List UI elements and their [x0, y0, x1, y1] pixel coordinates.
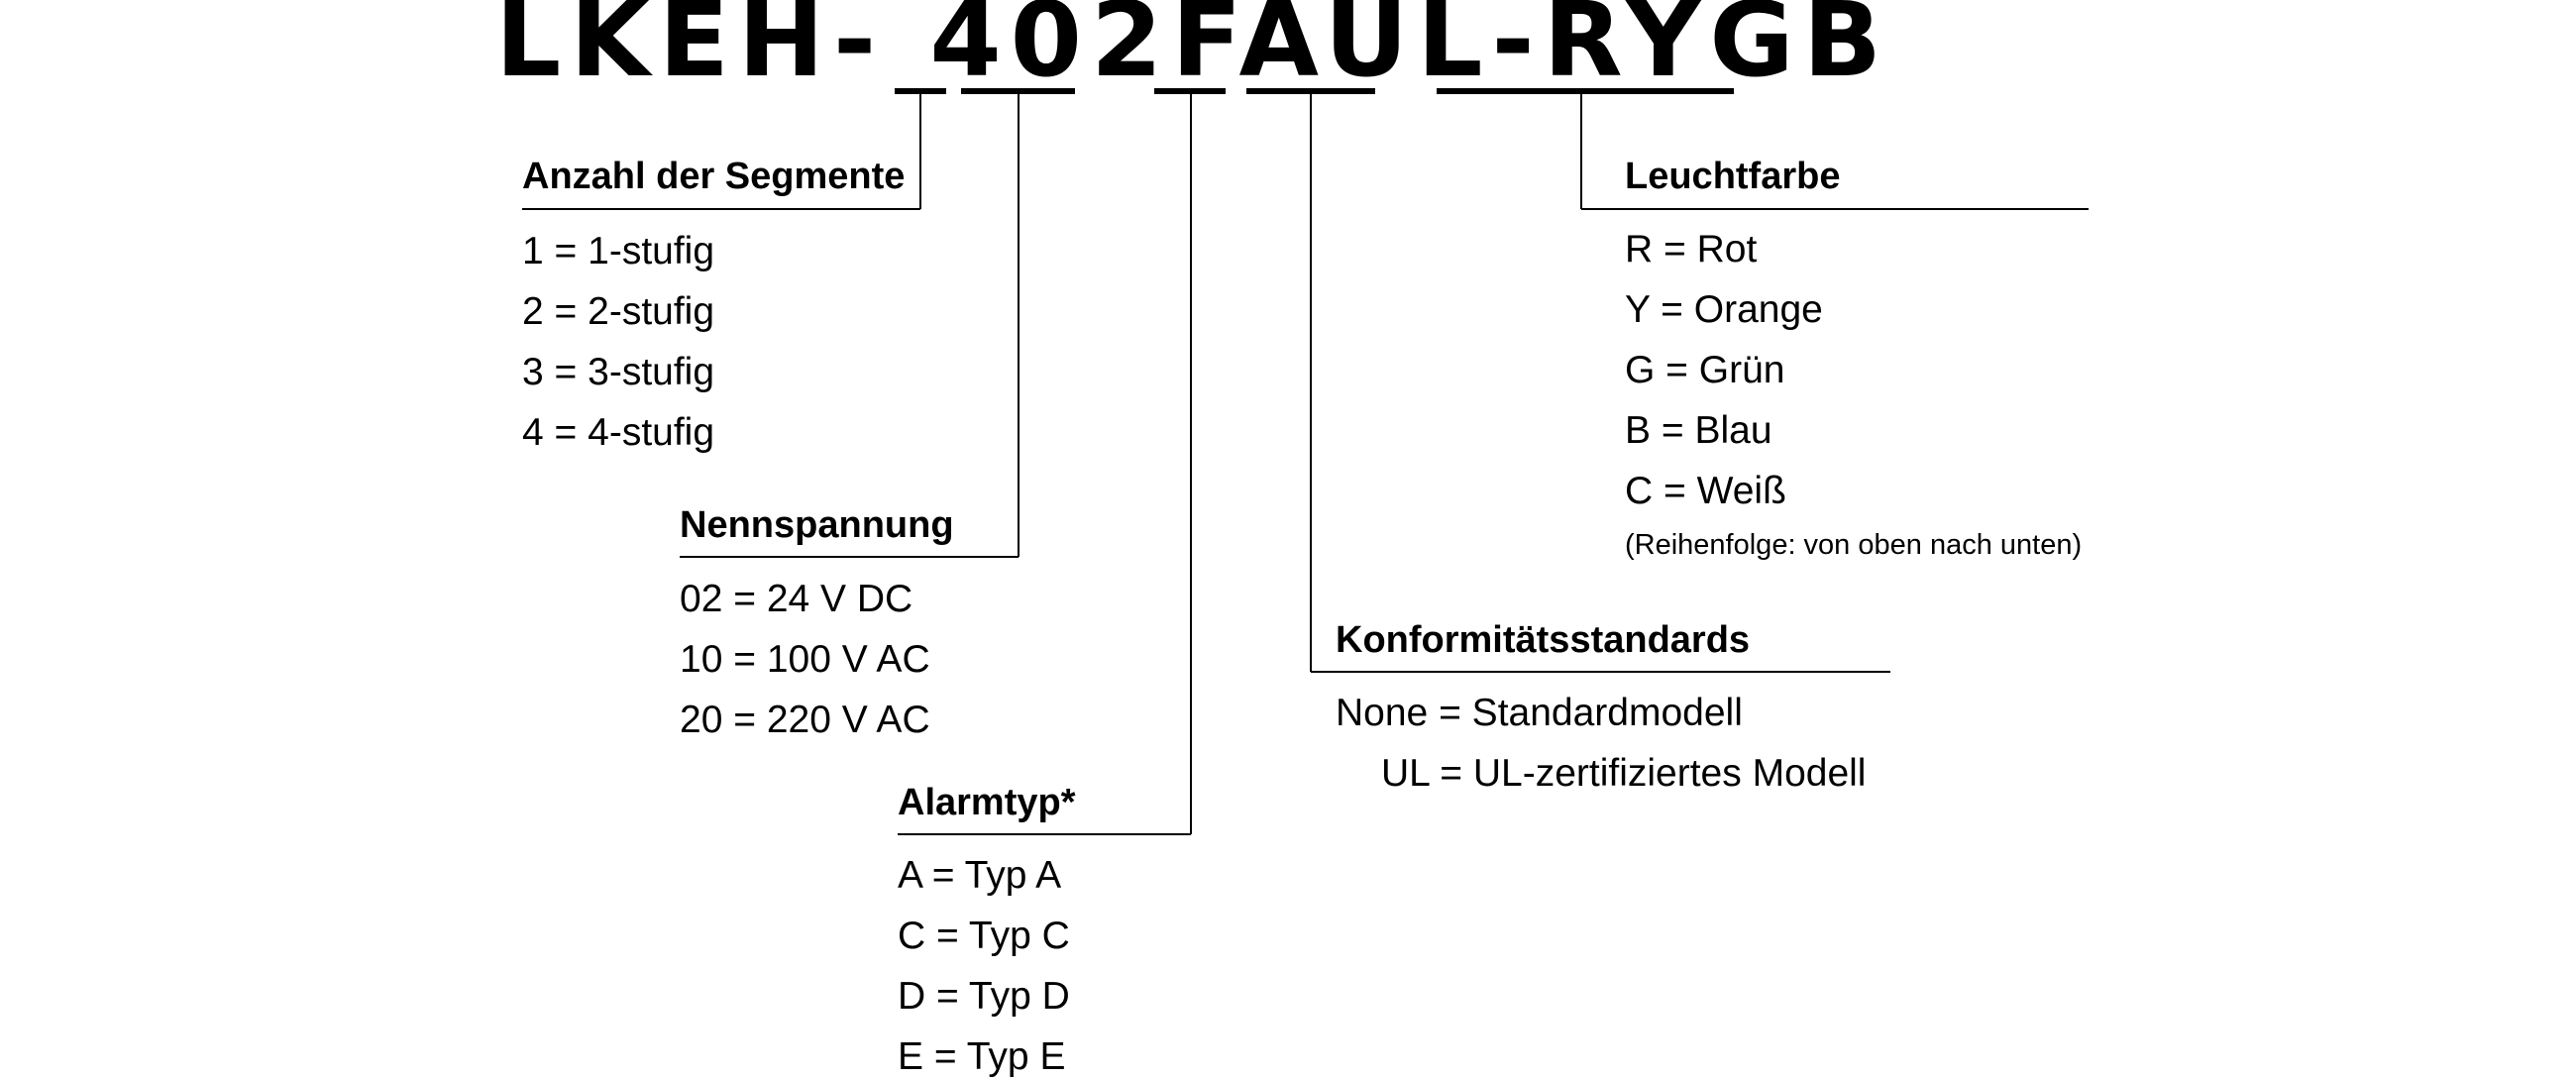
voltage-option: 20 = 220 V AC — [680, 699, 930, 741]
model-code: LKEH- 402FAUL-RYGB — [495, 0, 1891, 100]
segments-heading: Anzahl der Segmente — [522, 156, 906, 197]
alarm-option: C = Typ C — [898, 915, 1070, 957]
segments-option: 4 = 4-stufig — [522, 411, 715, 454]
color-order-note: (Reihenfolge: von oben nach unten) — [1625, 529, 2083, 561]
standards-heading: Konformitätsstandards — [1336, 619, 1751, 661]
voltage-option: 02 = 24 V DC — [680, 578, 913, 620]
voltage-heading: Nennspannung — [680, 504, 954, 546]
color-option: R = Rot — [1625, 228, 1758, 270]
alarm-heading: Alarmtyp* — [898, 782, 1076, 823]
color-option: B = Blau — [1625, 409, 1772, 452]
standards-option: None = Standardmodell — [1336, 692, 1743, 734]
voltage-option: 10 = 100 V AC — [680, 638, 930, 681]
color-option: Y = Orange — [1625, 288, 1823, 331]
color-option: C = Weiß — [1625, 470, 1786, 512]
segments-option: 2 = 2-stufig — [522, 290, 715, 333]
standards-option: UL = UL-zertifiziertes Modell — [1381, 752, 1867, 795]
segments-option: 1 = 1-stufig — [522, 230, 715, 272]
color-option: G = Grün — [1625, 349, 1785, 391]
alarm-option: D = Typ D — [898, 975, 1070, 1018]
color-heading: Leuchtfarbe — [1625, 156, 1841, 197]
alarm-option: E = Typ E — [898, 1035, 1066, 1078]
segments-option: 3 = 3-stufig — [522, 351, 715, 393]
alarm-option: A = Typ A — [898, 854, 1062, 897]
